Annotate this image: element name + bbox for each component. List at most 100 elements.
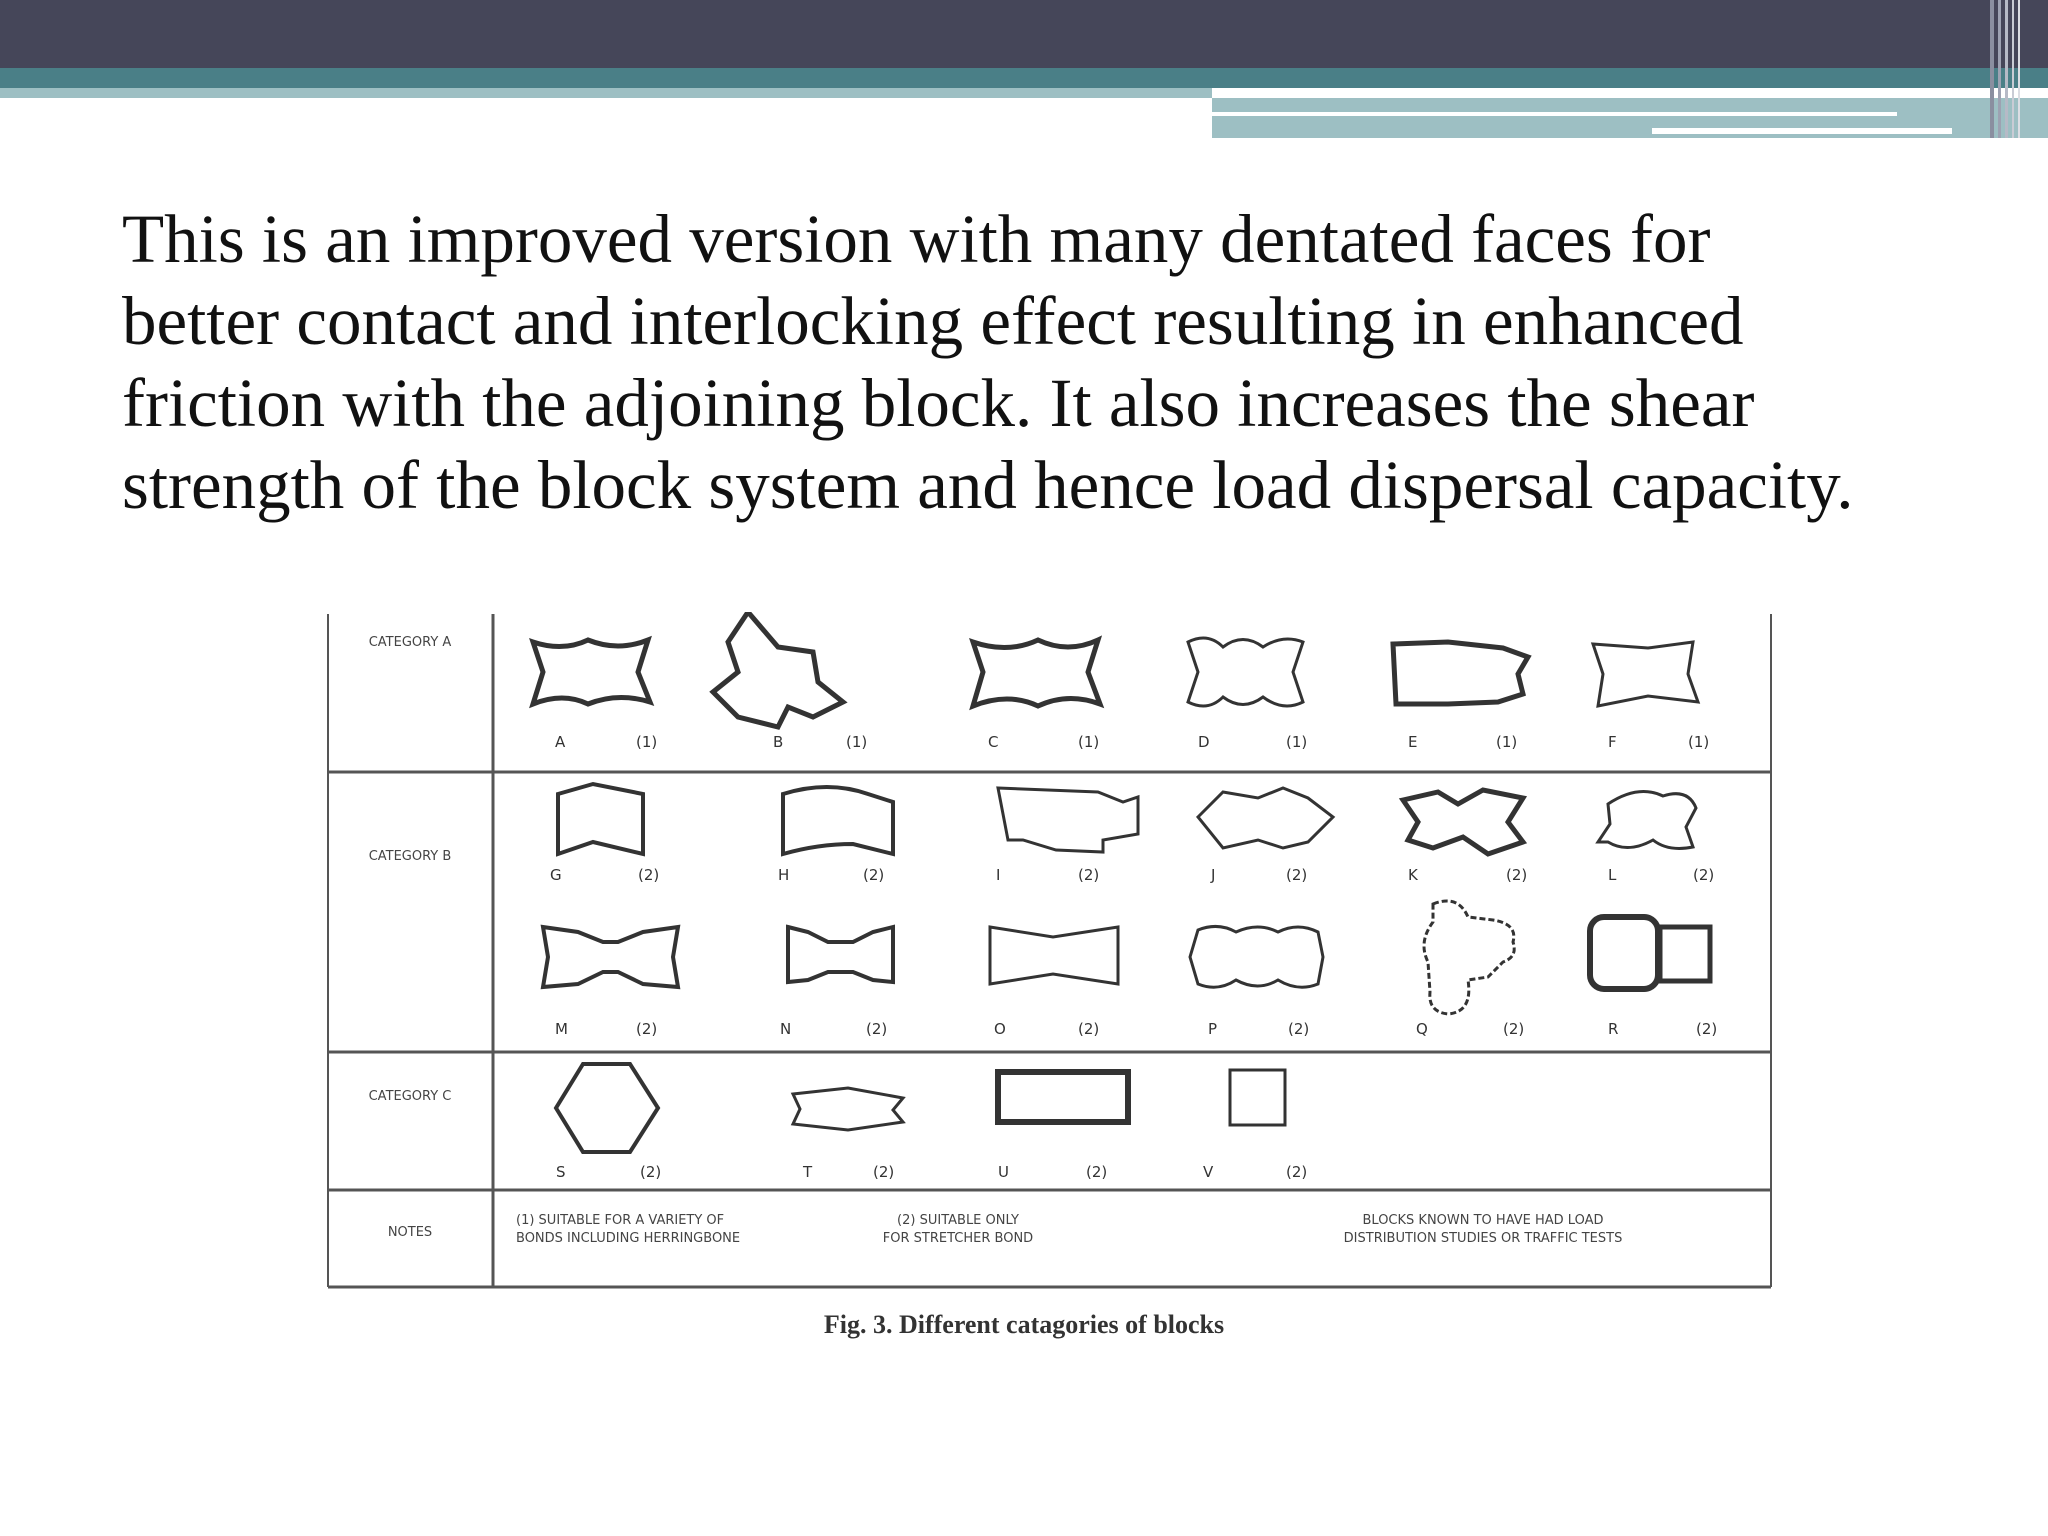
block-n-shape <box>786 924 895 985</box>
block-label-s: S <box>556 1163 566 1181</box>
block-o-shape <box>988 925 1120 986</box>
block-f-shape <box>1590 640 1701 708</box>
block-label-e: E <box>1408 733 1417 751</box>
block-note-q: (2) <box>1503 1020 1524 1038</box>
block-note-g: (2) <box>638 866 659 884</box>
category-c-label: CATEGORY C <box>369 1089 452 1104</box>
block-note-i: (2) <box>1078 866 1099 884</box>
block-h-shape <box>781 785 895 857</box>
note-2-line-2: FOR STRETCHER BOND <box>883 1231 1033 1246</box>
block-m-shape <box>540 924 681 990</box>
block-note-a: (1) <box>636 733 657 751</box>
block-categories-figure: CATEGORY A CATEGORY B CATEGORY C NOTES <box>327 612 1772 1289</box>
note-3-line-1: BLOCKS KNOWN TO HAVE HAD LOAD <box>1363 1213 1604 1228</box>
block-u-shape <box>995 1069 1131 1125</box>
block-note-k: (2) <box>1506 866 1527 884</box>
block-d-shape <box>1186 636 1305 708</box>
slide-paragraph: This is an improved version with many de… <box>122 198 2022 526</box>
block-label-l: L <box>1608 866 1617 884</box>
block-r-shape-large <box>1587 914 1661 992</box>
category-c-shapes <box>553 1062 1287 1154</box>
note-1-line-1: (1) SUITABLE FOR A VARIETY OF <box>516 1213 724 1228</box>
block-label-f: F <box>1608 733 1617 751</box>
block-label-j: J <box>1210 866 1215 884</box>
table-grid <box>327 614 1772 1289</box>
block-p-shape <box>1188 925 1325 989</box>
block-note-l: (2) <box>1693 866 1714 884</box>
block-note-f: (1) <box>1688 733 1709 751</box>
block-s-shape <box>553 1062 661 1154</box>
block-note-h: (2) <box>863 866 884 884</box>
row-b2-labels: M (2) N (2) O (2) P (2) Q (2) R (2) <box>555 1020 1717 1038</box>
block-g-shape <box>556 781 645 857</box>
block-label-q: Q <box>1416 1020 1428 1038</box>
block-note-e: (1) <box>1496 733 1517 751</box>
block-q-shape <box>1422 899 1516 1016</box>
block-label-k: K <box>1408 866 1419 884</box>
block-note-t: (2) <box>873 1163 894 1181</box>
category-b-row2-shapes <box>540 899 1713 1016</box>
block-b-shape <box>709 612 848 730</box>
note-2-line-1: (2) SUITABLE ONLY <box>897 1213 1019 1228</box>
block-note-r: (2) <box>1696 1020 1717 1038</box>
header-stripe-divider-short <box>1652 128 1952 134</box>
block-label-m: M <box>555 1020 568 1038</box>
note-1-line-2: BONDS INCLUDING HERRINGBONE <box>516 1231 740 1246</box>
notes-label: NOTES <box>388 1225 432 1240</box>
header-stripe-divider <box>1212 112 1897 116</box>
block-r-shape-small <box>1657 924 1713 984</box>
category-a-label: CATEGORY A <box>369 635 452 650</box>
block-label-h: H <box>778 866 789 884</box>
category-b-label: CATEGORY B <box>369 849 452 864</box>
block-l-shape <box>1595 790 1698 850</box>
block-v-shape <box>1228 1068 1287 1127</box>
paragraph-line-1: This is an improved version with many de… <box>122 201 1711 277</box>
block-label-i: I <box>996 866 1000 884</box>
row-c-labels: S (2) T (2) U (2) V (2) <box>556 1163 1307 1181</box>
figure-caption: Fig. 3. Different catagories of blocks <box>823 1310 1225 1339</box>
paragraph-line-4: strength of the block system and hence l… <box>122 447 1854 523</box>
block-label-u: U <box>998 1163 1009 1181</box>
block-note-u: (2) <box>1086 1163 1107 1181</box>
block-note-v: (2) <box>1286 1163 1307 1181</box>
block-note-n: (2) <box>866 1020 887 1038</box>
block-a-shape <box>529 635 655 709</box>
block-i-shape <box>996 786 1140 854</box>
note-3-line-2: DISTRIBUTION STUDIES OR TRAFFIC TESTS <box>1344 1231 1623 1246</box>
header-stripe-teal <box>0 68 2048 88</box>
block-label-a: A <box>555 733 566 751</box>
block-label-o: O <box>994 1020 1006 1038</box>
block-note-c: (1) <box>1078 733 1099 751</box>
block-note-p: (2) <box>1288 1020 1309 1038</box>
block-note-m: (2) <box>636 1020 657 1038</box>
paragraph-line-2: better contact and interlocking effect r… <box>122 283 1744 359</box>
block-label-b: B <box>773 733 783 751</box>
block-note-d: (1) <box>1286 733 1307 751</box>
block-note-o: (2) <box>1078 1020 1099 1038</box>
row-a-labels: A (1) B (1) C (1) D (1) E (1) F (1) <box>555 733 1709 751</box>
block-label-v: V <box>1203 1163 1214 1181</box>
header-bar <box>0 0 2048 68</box>
block-note-b: (1) <box>846 733 867 751</box>
block-e-shape <box>1390 639 1532 707</box>
block-label-d: D <box>1198 733 1210 751</box>
block-j-shape <box>1195 786 1336 850</box>
block-note-j: (2) <box>1286 866 1307 884</box>
block-note-s: (2) <box>640 1163 661 1181</box>
row-b1-labels: G (2) H (2) I (2) J (2) K (2) L (2) <box>550 866 1714 884</box>
header-edge-lines <box>1990 0 2020 138</box>
block-label-p: P <box>1208 1020 1217 1038</box>
block-label-t: T <box>802 1163 813 1181</box>
block-label-r: R <box>1608 1020 1618 1038</box>
notes-row: (1) SUITABLE FOR A VARIETY OF BONDS INCL… <box>516 1213 1622 1246</box>
block-c-shape <box>969 635 1105 711</box>
paragraph-line-3: friction with the adjoining block. It al… <box>122 365 1755 441</box>
category-a-shapes <box>529 612 1701 730</box>
block-label-g: G <box>550 866 562 884</box>
block-label-c: C <box>988 733 998 751</box>
block-k-shape <box>1398 787 1528 857</box>
block-label-n: N <box>780 1020 791 1038</box>
block-t-shape <box>790 1086 906 1132</box>
category-b-row1-shapes <box>556 781 1698 857</box>
header-stripe-light <box>0 88 1212 98</box>
